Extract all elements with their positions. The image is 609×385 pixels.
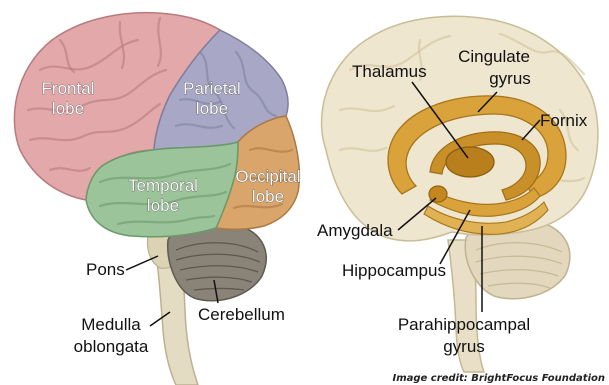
thalamus-label: Thalamus: [352, 62, 427, 81]
image-credit: Image credit: BrightFocus Foundation: [392, 373, 605, 384]
amygdala-label: Amygdala: [317, 221, 393, 240]
pons-label: Pons: [86, 260, 125, 279]
thalamus: [446, 147, 494, 177]
cerebellum-label: Cerebellum: [198, 305, 285, 324]
pons-leader: [126, 256, 158, 270]
amygdala: [429, 186, 447, 202]
fornix-label: Fornix: [540, 111, 588, 130]
hippocampus-label: Hippocampus: [342, 261, 446, 280]
